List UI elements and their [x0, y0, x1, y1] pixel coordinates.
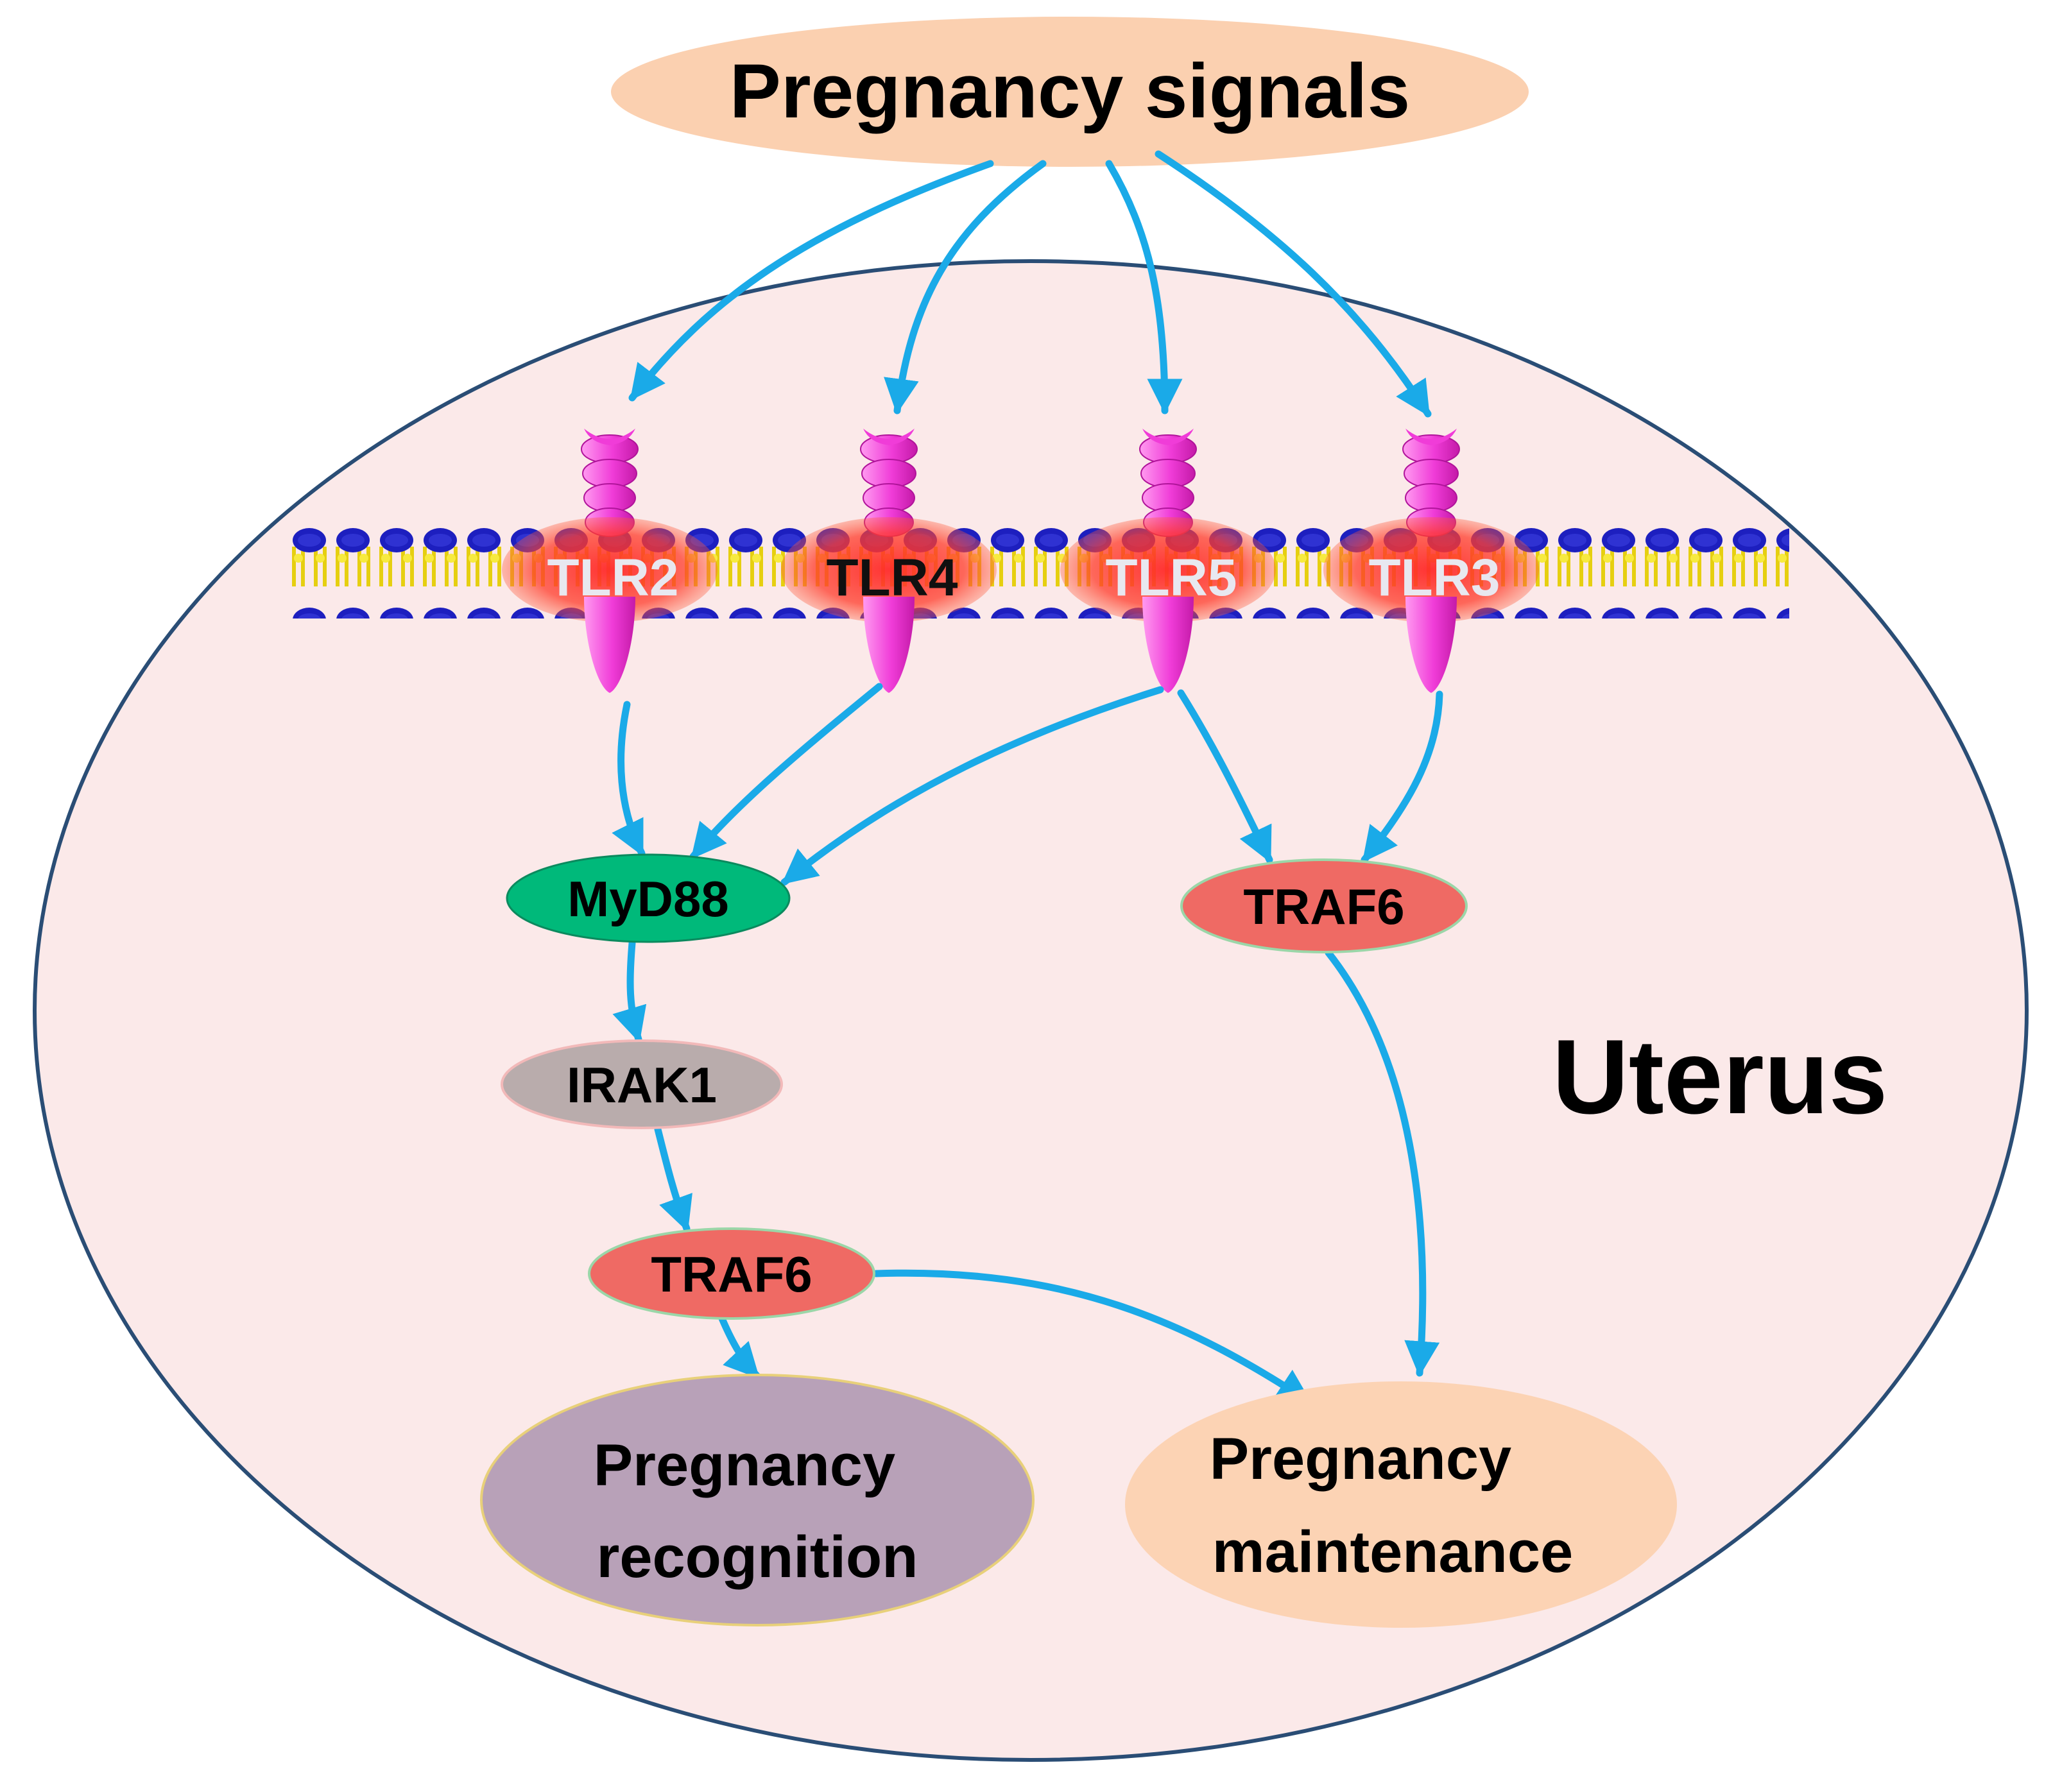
- receptor-tail: [1405, 597, 1457, 693]
- maintenance-line2: maintenance: [1212, 1519, 1573, 1585]
- traf6-left-node: [588, 1227, 875, 1320]
- pregnancy-maintenance-node: [1125, 1381, 1677, 1628]
- arrow-layer: [612, 150, 1443, 1406]
- arrow-tlr2-to-myd88: [612, 701, 646, 857]
- arrow-traf6-left-to-recognition: [718, 1315, 761, 1380]
- receptor-tail: [584, 597, 635, 693]
- receptor-cup: [1142, 429, 1194, 445]
- arrow-signals-to-tlr4: [884, 160, 1047, 414]
- arrow-signals-to-tlr5: [1105, 160, 1183, 414]
- arrow-myd88-to-irak1: [612, 939, 647, 1043]
- recognition-line2: recognition: [597, 1524, 918, 1590]
- myd88-label: MyD88: [567, 871, 728, 927]
- receptor-cup: [1405, 429, 1457, 445]
- irak1-label: IRAK1: [567, 1057, 717, 1113]
- receptor-glow: [1060, 517, 1276, 622]
- recognition-line1: Pregnancy: [594, 1433, 895, 1498]
- arrow-signals-to-tlr3: [1155, 150, 1432, 418]
- pregnancy-signals-node: [611, 17, 1529, 167]
- irak1-node: [501, 1039, 783, 1129]
- receptor-tail: [1142, 597, 1194, 693]
- receptor-glow: [1323, 517, 1539, 622]
- arrow-irak1-to-traf6-left: [654, 1125, 692, 1233]
- receptor-tlr5: TLR5: [1060, 429, 1276, 693]
- receptor-tlr3: TLR3: [1323, 429, 1539, 693]
- receptor-glow: [502, 517, 717, 622]
- traf6-left-label: TRAF6: [651, 1246, 812, 1302]
- receptor-cup: [863, 429, 915, 445]
- pregnancy-recognition-node: [480, 1374, 1035, 1626]
- receptor-label-tlr5: TLR5: [1106, 549, 1237, 607]
- uterus-label: Uterus: [1552, 1018, 1888, 1136]
- receptor-cup: [584, 429, 635, 445]
- receptor-tail: [863, 597, 915, 693]
- pregnancy-signals-label: Pregnancy signals: [730, 48, 1410, 134]
- maintenance-line1: Pregnancy: [1210, 1426, 1511, 1492]
- receptor-tlr4: TLR4: [781, 429, 997, 693]
- receptor-layer: TLR2 TLR4 TLR5 TLR3: [502, 429, 1539, 693]
- traf6-right-node: [1180, 858, 1468, 953]
- receptor-label-tlr3: TLR3: [1369, 549, 1500, 607]
- uterus-cell: [33, 259, 2029, 1762]
- receptor-label-tlr2: TLR2: [547, 549, 679, 607]
- receptor-label-tlr4: TLR4: [827, 549, 958, 607]
- traf6-right-label: TRAF6: [1243, 878, 1404, 935]
- arrow-tlr3-to-traf6-right: [1361, 690, 1443, 864]
- receptor-glow: [781, 517, 997, 622]
- arrow-signals-to-tlr2: [628, 160, 994, 402]
- myd88-node: [506, 853, 791, 943]
- arrow-tlr5-to-traf6-right: [1177, 689, 1273, 864]
- arrow-traf6-right-to-maintenance: [1325, 949, 1440, 1377]
- arrow-tlr4-to-myd88: [689, 683, 883, 860]
- arrow-traf6-left-to-maintenance: [872, 1269, 1313, 1406]
- arrow-tlr5-to-myd88: [780, 686, 1164, 886]
- receptor-tlr2: TLR2: [502, 429, 717, 693]
